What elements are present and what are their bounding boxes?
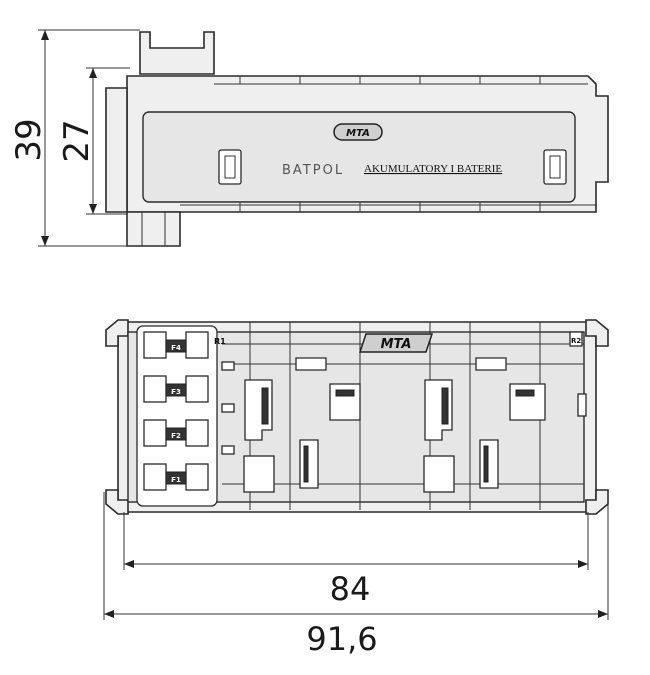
mta-logo-badge-plan [358,333,434,353]
fuse-label: F2 [171,432,181,440]
fuse-slot-f3: F3 [143,375,209,403]
left-latch [218,149,242,185]
dimension-91-6-label: 91,6 [306,620,377,658]
pin-markers [221,361,587,455]
right-top-clip [585,319,609,347]
fuse-terminal-left [143,419,167,447]
mta-logo-text-plan: MTA [381,337,412,352]
side-lower-leg [126,211,181,247]
fuse-bridge [165,427,187,441]
left-bottom-clip [105,489,129,515]
dimension-27-label: 27 [57,119,97,162]
left-top-clip [105,319,129,347]
dimension-39: 39 [9,29,140,247]
side-top-teeth [214,76,588,85]
fuse-label: F3 [171,388,181,396]
fuse-terminal-left [143,331,167,359]
fuse-slot-f1: F1 [143,463,209,491]
fuse-terminal-right [185,375,209,403]
fuse-slot-f2: F2 [143,419,209,447]
relay-marker-r2: R2 [571,337,581,345]
fuse-slot-f4: F4 [143,331,209,359]
fuse-terminal-left [143,375,167,403]
relay-socket-2 [423,357,546,493]
relay-marker-box-r2 [569,331,583,347]
dimension-91-6: 91,6 [103,492,609,658]
dimension-39-label: 39 [9,118,49,161]
fuse-label: F4 [171,344,181,352]
side-bottom-teeth [180,202,596,212]
dimension-27: 27 [57,67,130,215]
watermark-tagline: AKUMULATORY I BATERIE [364,163,502,175]
relay-marker-r1: R1 [214,337,226,346]
fuse-terminal-right [185,331,209,359]
fuse-bridge [165,471,187,485]
right-latch [543,149,567,185]
mta-logo-badge-side [333,123,383,141]
side-view: MTA BATPOL AKUMULATORY I BATERIE 39 27 [9,29,609,247]
top-mounting-tabs [139,31,215,75]
mta-logo-text-side: MTA [346,128,370,139]
fuse-terminal-right [185,419,209,447]
fuse-bridge [165,383,187,397]
watermark-brand: BATPOL [282,163,344,178]
side-cover-panel [142,111,576,203]
fuse-terminal-left [143,463,167,491]
fuse-block [136,325,218,507]
relay-socket-1 [243,357,361,493]
dimension-84: 84 [123,512,589,608]
fuse-terminal-right [185,463,209,491]
dimension-84-label: 84 [330,570,371,608]
fuse-bridge [165,339,187,353]
side-left-step [105,87,128,213]
fuse-label: F1 [171,476,181,484]
